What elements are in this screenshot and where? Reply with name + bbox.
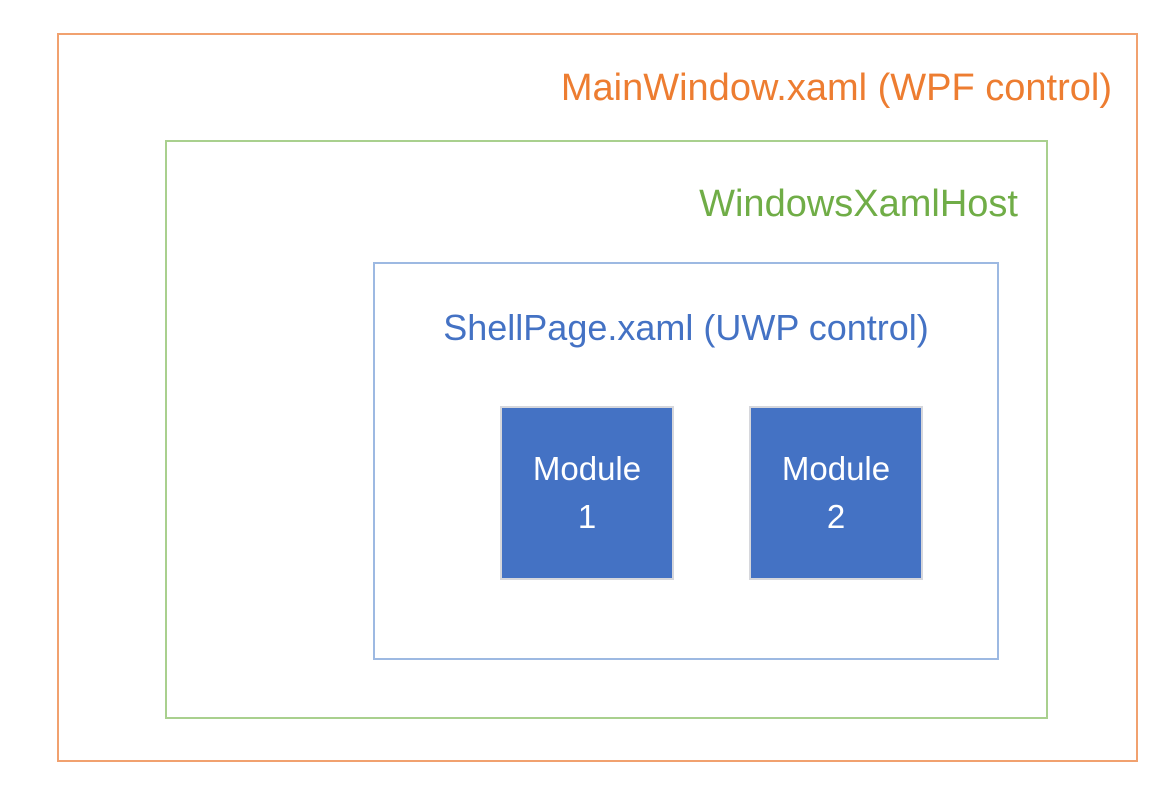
windowsxamlhost-box: WindowsXamlHost ShellPage.xaml (UWP cont… [165, 140, 1048, 719]
module-2-name: Module [781, 450, 891, 487]
windowsxamlhost-label: WindowsXamlHost [699, 183, 1018, 225]
module-1-number: 1 [577, 498, 597, 535]
shellpage-label: ShellPage.xaml (UWP control) [443, 307, 929, 348]
mainwindow-label: MainWindow.xaml (WPF control) [560, 67, 1112, 109]
module-1-name: Module [532, 450, 642, 487]
mainwindow-box: MainWindow.xaml (WPF control) WindowsXam… [57, 33, 1138, 762]
module-2-box: Module 2 [749, 406, 923, 580]
shellpage-box: ShellPage.xaml (UWP control) Module 1 Mo… [373, 262, 999, 660]
module-2-number: 2 [826, 498, 846, 535]
module-1-box: Module 1 [500, 406, 674, 580]
